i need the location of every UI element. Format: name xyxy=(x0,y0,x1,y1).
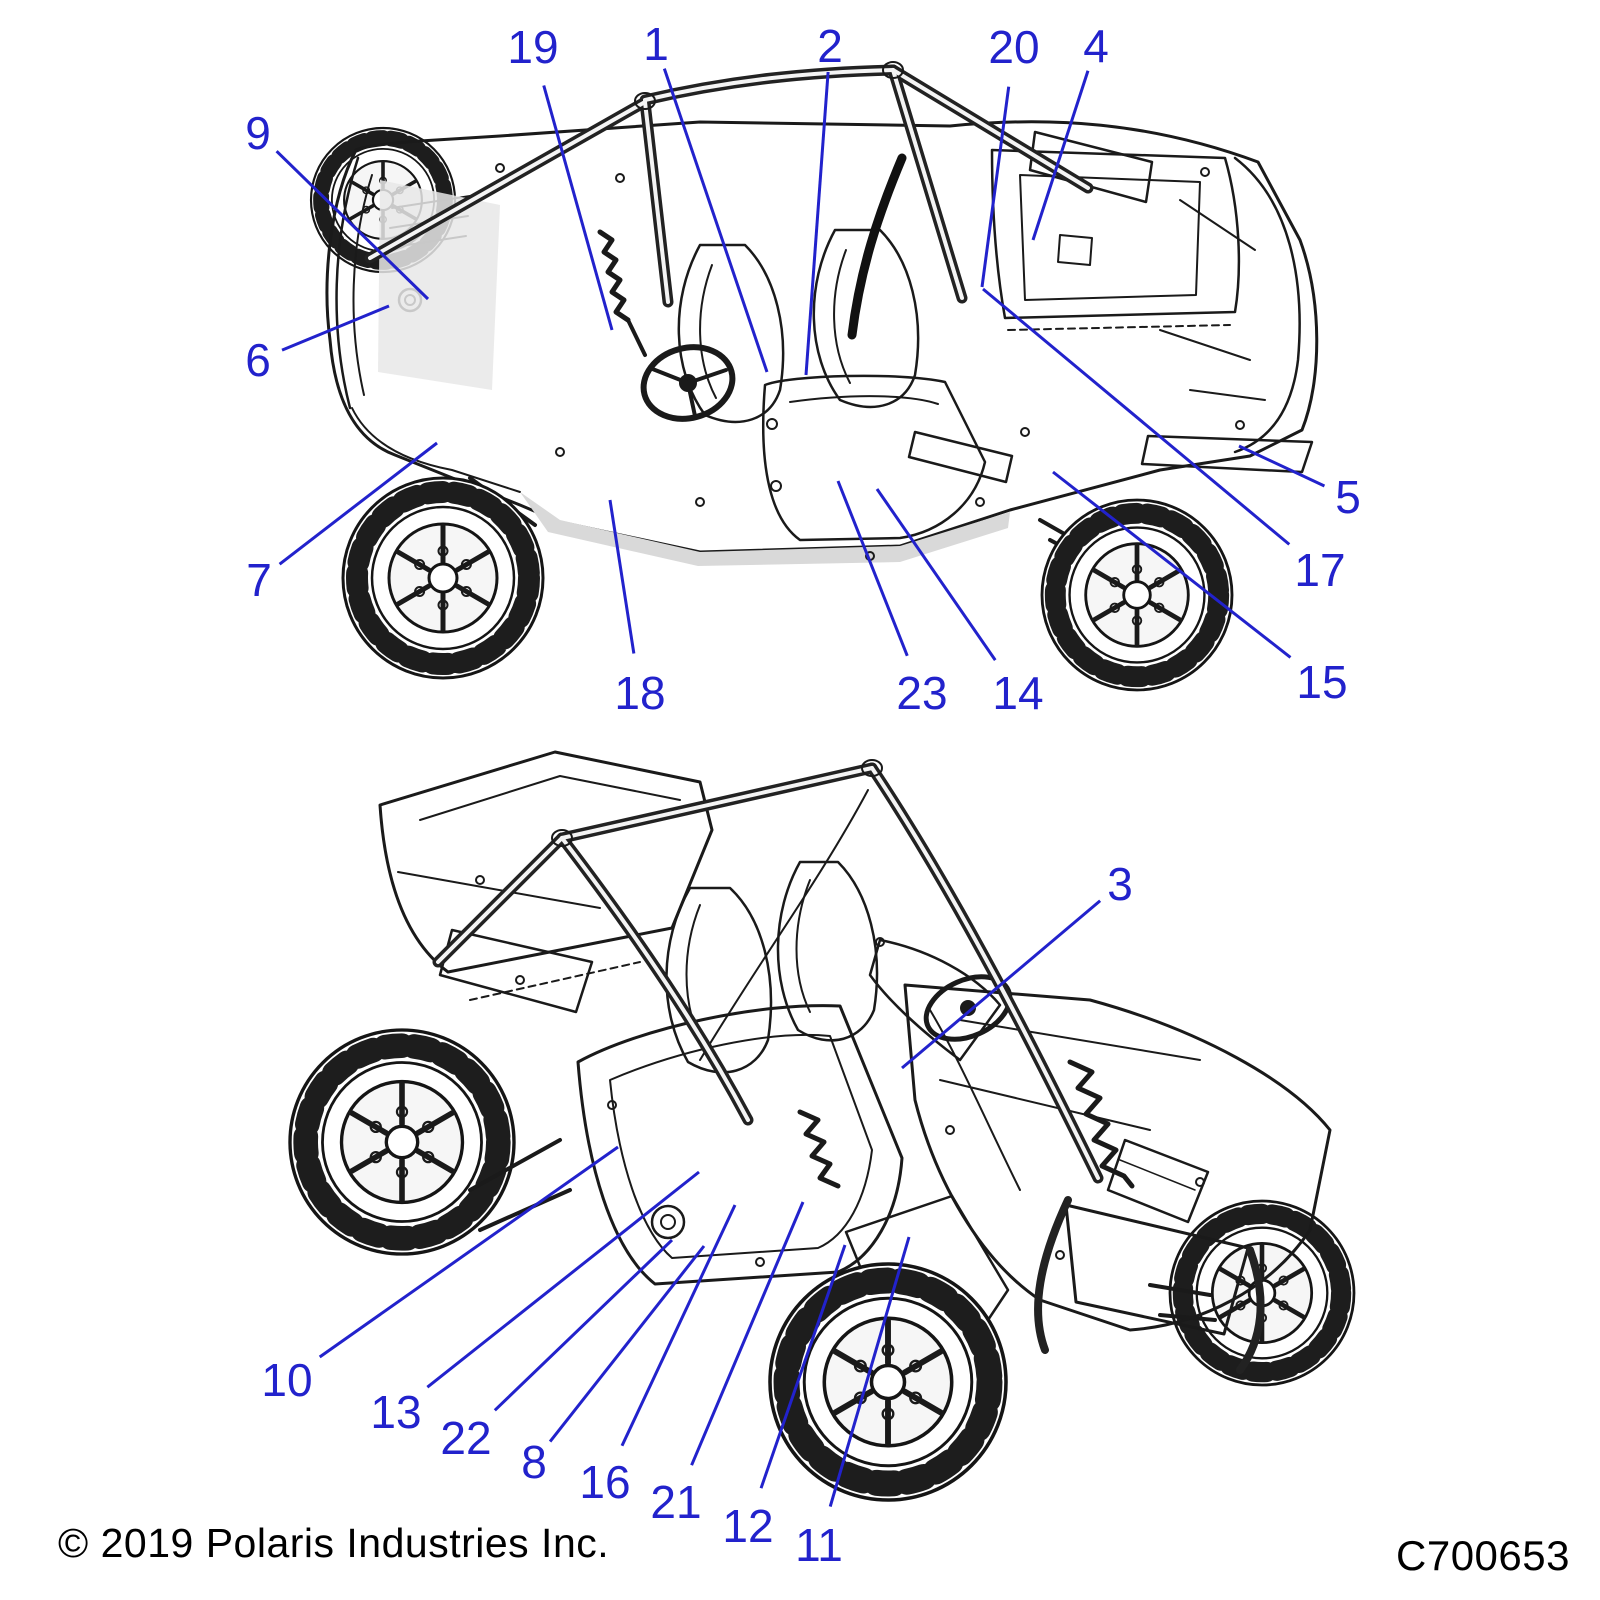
steering-wheel xyxy=(640,344,736,422)
leader-line-16 xyxy=(620,1204,737,1447)
callout-number-15: 15 xyxy=(1296,656,1347,708)
callout-number-19: 19 xyxy=(507,21,558,73)
rear-fascia xyxy=(335,156,521,493)
fasteners xyxy=(495,163,1245,561)
leader-line-5 xyxy=(1238,444,1326,488)
callout-number-17: 17 xyxy=(1294,544,1345,596)
diagram-code: C700653 xyxy=(1396,1532,1570,1579)
callout-number-10: 10 xyxy=(261,1354,312,1406)
callout-number-23: 23 xyxy=(896,667,947,719)
front-quarter-door xyxy=(576,1004,904,1286)
cargo-bed xyxy=(990,148,1241,331)
callout-number-12: 12 xyxy=(722,1500,773,1552)
leader-line-2 xyxy=(804,71,830,376)
leader-line-9 xyxy=(275,150,430,301)
roll-cage xyxy=(364,61,1094,308)
callout-number-21: 21 xyxy=(650,1476,701,1528)
side-door xyxy=(762,374,987,542)
callout-number-18: 18 xyxy=(614,667,665,719)
callout-number-1: 1 xyxy=(643,18,669,70)
leader-line-8 xyxy=(548,1245,706,1443)
leader-line-10 xyxy=(318,1145,619,1359)
front-clip xyxy=(1159,156,1301,454)
callout-number-13: 13 xyxy=(370,1386,421,1438)
leader-line-22 xyxy=(493,1238,674,1412)
fasteners-lower xyxy=(475,875,1205,1260)
callout-number-16: 16 xyxy=(579,1456,630,1508)
leader-line-23 xyxy=(836,480,909,657)
callout-number-14: 14 xyxy=(992,667,1043,719)
seat-belt xyxy=(847,153,907,340)
hood-front-clip xyxy=(903,983,1332,1374)
callout-number-4: 4 xyxy=(1083,20,1109,72)
leader-line-15 xyxy=(1052,470,1292,659)
leader-line-3 xyxy=(901,899,1102,1070)
leader-line-18 xyxy=(608,499,636,654)
callout-number-6: 6 xyxy=(245,334,271,386)
rocker-shadow xyxy=(520,492,1010,566)
callout-number-20: 20 xyxy=(988,21,1039,73)
callout-number-3: 3 xyxy=(1107,858,1133,910)
rocker-vent-mesh xyxy=(907,430,1014,484)
callout-number-9: 9 xyxy=(245,107,271,159)
callout-number-22: 22 xyxy=(440,1412,491,1464)
leader-line-6 xyxy=(281,304,390,352)
leader-line-17 xyxy=(982,287,1291,546)
shifter-spring xyxy=(597,229,647,357)
front-left-wheel xyxy=(770,1264,1006,1500)
leader-line-1 xyxy=(662,68,769,373)
leader-line-19 xyxy=(542,85,614,331)
rear-wheel xyxy=(343,478,543,678)
callout-number-8: 8 xyxy=(521,1436,547,1488)
callout-number-11: 11 xyxy=(795,1519,843,1571)
rear-left-wheel xyxy=(290,1030,514,1254)
leader-line-20 xyxy=(980,86,1011,288)
seats xyxy=(677,228,920,424)
front-quarter-view-illustration xyxy=(290,750,1354,1500)
leader-line-7 xyxy=(278,441,438,566)
dash-cowl xyxy=(868,938,1013,1062)
leader-line-21 xyxy=(690,1201,805,1466)
front-wheel xyxy=(1042,500,1232,690)
copyright-text: © 2019 Polaris Industries Inc. xyxy=(58,1520,610,1566)
leader-line-13 xyxy=(426,1170,700,1389)
side-view-illustration xyxy=(311,61,1319,690)
leader-line-11 xyxy=(828,1236,911,1508)
leader-line-12 xyxy=(759,1244,847,1489)
roll-cage-lower xyxy=(432,759,1104,1184)
leader-line-14 xyxy=(875,488,997,661)
callout-number-2: 2 xyxy=(817,20,843,72)
callout-number-7: 7 xyxy=(246,554,272,606)
leader-line-4 xyxy=(1031,70,1090,241)
coil-springs xyxy=(468,1059,1217,1322)
windshield-edge xyxy=(699,789,869,1061)
callout-number-5: 5 xyxy=(1335,471,1361,523)
